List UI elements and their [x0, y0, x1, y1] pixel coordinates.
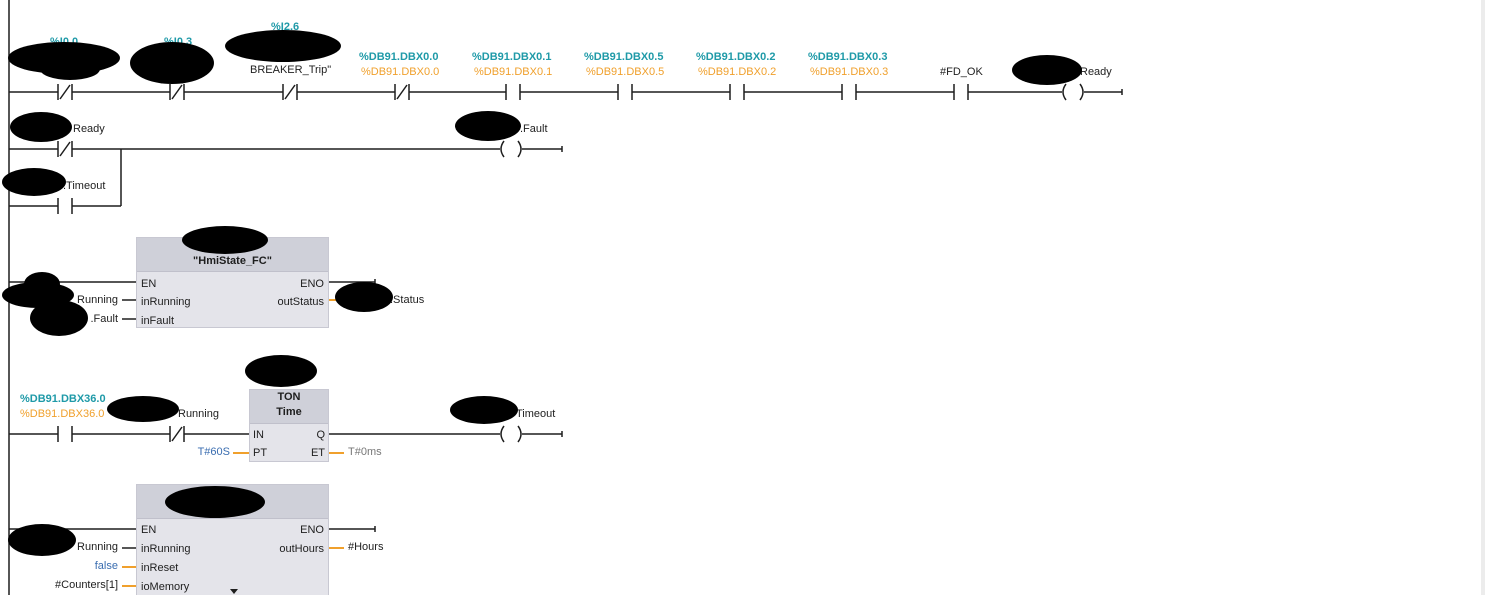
n5-in2-operand: false — [94, 560, 118, 572]
pin-eno-2: ENO — [300, 524, 324, 536]
timer-sub: Time — [276, 406, 302, 418]
pin-pt: PT — [253, 447, 268, 459]
pin-eno: ENO — [300, 278, 324, 290]
redaction — [450, 396, 518, 424]
redaction — [24, 272, 60, 296]
et-value: T#0ms — [348, 446, 382, 458]
contact-6-address: %DB91.DBX0.5 — [584, 51, 664, 63]
redaction — [165, 486, 265, 518]
pin-et: ET — [310, 447, 325, 459]
pin-en-2: EN — [141, 524, 157, 536]
pt-value: T#60S — [197, 446, 230, 458]
n3-in2-operand: .Fault — [90, 313, 118, 325]
redaction — [225, 30, 341, 62]
pin-iomemory: ioMemory — [141, 581, 190, 593]
contact-4-label: %DB91.DBX0.0 — [361, 66, 440, 78]
redaction — [30, 300, 88, 336]
block-name: "HmiState_FC" — [193, 255, 272, 267]
vertical-scrollbar[interactable] — [1481, 0, 1485, 595]
pin-inrunning-2: inRunning — [141, 543, 191, 555]
redaction — [455, 111, 521, 141]
contact-5-address: %DB91.DBX0.1 — [472, 51, 552, 63]
pin-infault: inFault — [141, 315, 175, 327]
contact-6-label: %DB91.DBX0.5 — [586, 66, 665, 78]
n3-out1-operand: .Status — [390, 294, 425, 306]
n4-coil-label: Timeout — [516, 408, 556, 420]
pin-inrunning: inRunning — [141, 296, 191, 308]
n5-out1-operand: #Hours — [348, 541, 384, 553]
n4-contact-1-address: %DB91.DBX36.0 — [20, 393, 106, 405]
redaction — [40, 58, 100, 80]
contact-3-label: BREAKER_Trip" — [250, 64, 332, 76]
n4-contact-1-label: %DB91.DBX36.0 — [20, 408, 105, 420]
pin-outhours: outHours — [279, 543, 324, 555]
redaction — [245, 355, 317, 387]
timer-type: TON — [277, 391, 301, 403]
n2-contact-2-label: .Timeout — [63, 180, 106, 192]
ton-timer-block[interactable]: TON Time IN Q PT ET — [249, 389, 329, 462]
pin-inreset: inReset — [141, 562, 179, 574]
contact-5-label: %DB91.DBX0.1 — [474, 66, 553, 78]
redaction — [1012, 55, 1082, 85]
redaction — [8, 524, 76, 556]
contact-4-address: %DB91.DBX0.0 — [359, 51, 439, 63]
n2-coil-label: .Fault — [520, 123, 548, 135]
contact-8-address: %DB91.DBX0.3 — [808, 51, 888, 63]
n3-in1-operand: Running — [77, 294, 118, 306]
expand-arrow-icon[interactable] — [230, 589, 238, 594]
pin-in: IN — [253, 429, 264, 441]
n4-contact-2-label: Running — [178, 408, 219, 420]
contact-9-label: #FD_OK — [940, 66, 983, 78]
redaction — [107, 396, 179, 422]
redaction — [335, 282, 393, 312]
pin-en: EN — [141, 278, 157, 290]
redaction — [2, 168, 66, 196]
coil-1-label: Ready — [1080, 66, 1112, 78]
redaction — [182, 226, 268, 254]
n5-in3-operand: #Counters[1] — [55, 579, 118, 591]
pin-outstatus: outStatus — [277, 296, 324, 308]
n2-contact-1-label: Ready — [73, 123, 105, 135]
contact-7-label: %DB91.DBX0.2 — [698, 66, 777, 78]
contact-7-address: %DB91.DBX0.2 — [696, 51, 776, 63]
contact-8-label: %DB91.DBX0.3 — [810, 66, 889, 78]
n5-in1-operand: Running — [77, 541, 118, 553]
redaction — [130, 42, 214, 84]
redaction — [10, 112, 72, 142]
pin-q: Q — [316, 429, 325, 441]
hmistate-fc-block[interactable]: "HmiState_FC" EN ENO inRunning outStatus… — [136, 237, 329, 328]
